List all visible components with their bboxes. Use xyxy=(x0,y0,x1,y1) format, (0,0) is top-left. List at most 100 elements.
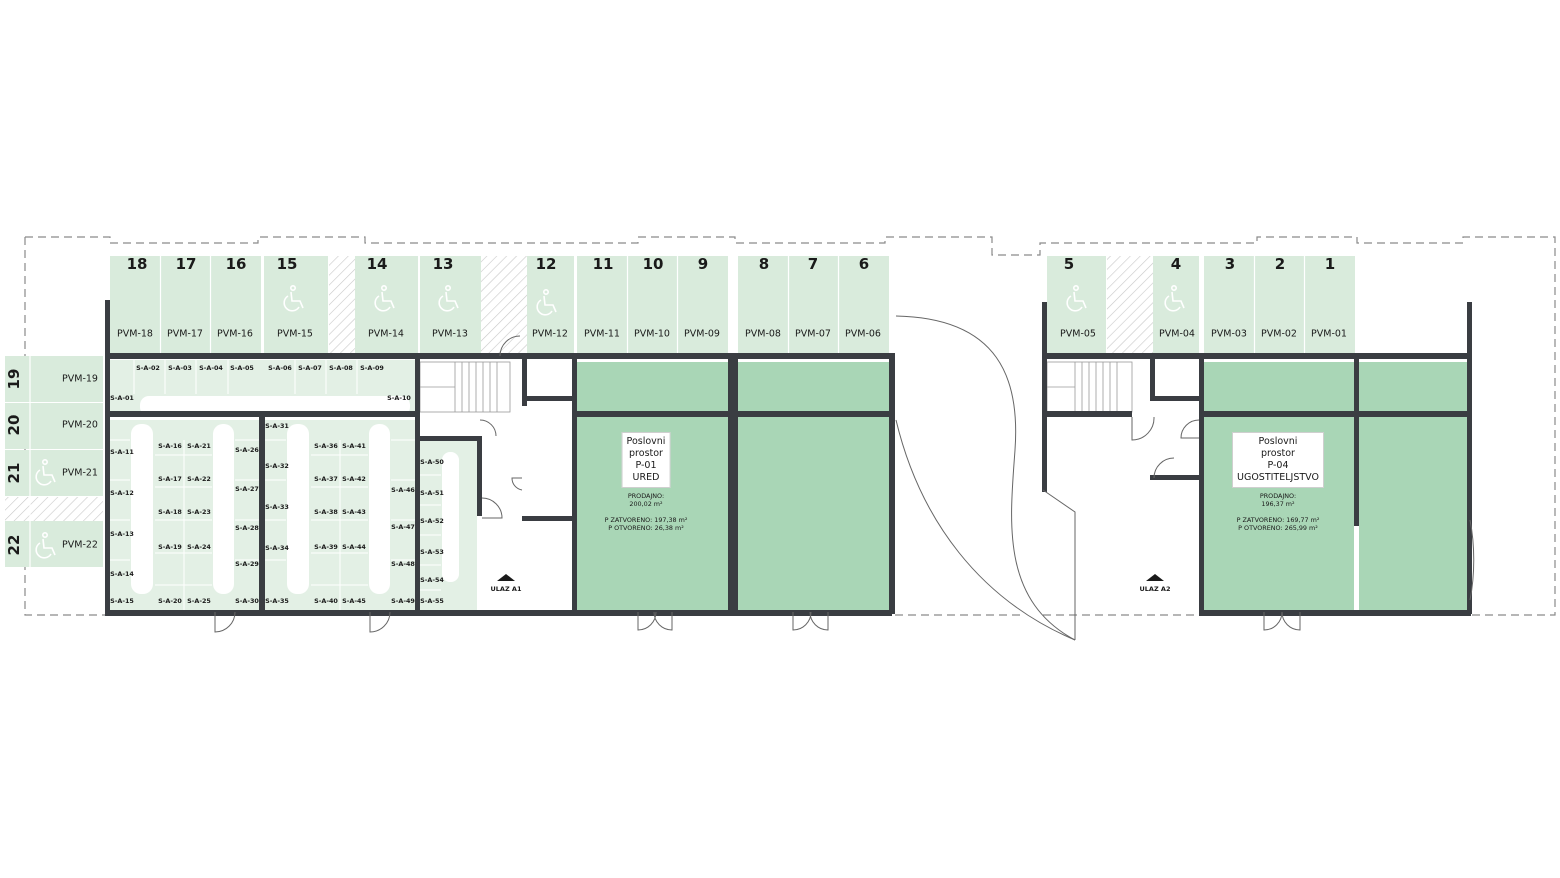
storage-unit-label: S-A-03 xyxy=(168,364,192,372)
parking-label: PVM-01 xyxy=(1311,328,1347,340)
business-space-info-line: PRODAJNO: xyxy=(1259,492,1297,500)
storage-unit-label: S-A-40 xyxy=(314,597,338,605)
parking-number: 11 xyxy=(592,255,614,273)
storage-unit-label: S-A-12 xyxy=(110,489,134,497)
parking-number: 12 xyxy=(535,255,557,273)
business-space-title-line: prostor xyxy=(1261,448,1295,459)
storage-unit-label: S-A-44 xyxy=(342,543,366,551)
storage-unit-label: S-A-39 xyxy=(314,543,338,551)
parking-number: 5 xyxy=(1063,255,1075,273)
business-space-info: PRODAJNO:196,37 m² P ZATVORENO: 169,77 m… xyxy=(1237,492,1320,532)
storage-unit-label: S-A-01 xyxy=(110,394,134,402)
parking-number: 3 xyxy=(1224,255,1236,273)
storage-unit-label: S-A-17 xyxy=(158,475,182,483)
storage-unit-label: S-A-08 xyxy=(329,364,353,372)
parking-left xyxy=(5,356,103,567)
storage-grid xyxy=(110,360,441,610)
parking-label: PVM-19 xyxy=(62,373,98,385)
storage-unit-label: S-A-22 xyxy=(187,475,211,483)
business-space-info-line: P OTVORENO: 26,38 m² xyxy=(608,524,684,532)
storage-unit-label: S-A-11 xyxy=(110,448,134,456)
parking-number: 9 xyxy=(697,255,709,273)
parking-label: PVM-05 xyxy=(1060,328,1096,340)
storage-unit-label: S-A-33 xyxy=(265,503,289,511)
storage-unit-label: S-A-53 xyxy=(420,548,444,556)
parking-label: PVM-13 xyxy=(432,328,468,340)
parking-number: 13 xyxy=(432,255,454,273)
business-space-fills xyxy=(577,362,1467,610)
storage-unit-label: S-A-34 xyxy=(265,544,289,552)
storage-unit-label: S-A-15 xyxy=(110,597,134,605)
parking-number: 1 xyxy=(1324,255,1336,273)
storage-unit-label: S-A-48 xyxy=(391,560,415,568)
parking-number: 7 xyxy=(807,255,819,273)
storage-unit-label: S-A-43 xyxy=(342,508,366,516)
storage-unit-label: S-A-14 xyxy=(110,570,134,578)
business-space-title-line: URED xyxy=(632,472,660,483)
parking-number: 20 xyxy=(5,414,23,436)
parking-number: 22 xyxy=(5,534,23,556)
storage-unit-label: S-A-04 xyxy=(199,364,223,372)
parking-label: PVM-09 xyxy=(684,328,720,340)
entrance-label: ULAZ A2 xyxy=(1139,585,1171,593)
storage-unit-label: S-A-50 xyxy=(420,458,444,466)
business-space-info: PRODAJNO:200,02 m² P ZATVORENO: 197,38 m… xyxy=(605,492,688,532)
storage-unit-label: S-A-36 xyxy=(314,442,338,450)
parking-number: 18 xyxy=(126,255,148,273)
storage-unit-label: S-A-29 xyxy=(235,560,259,568)
parking-number: 17 xyxy=(175,255,197,273)
storage-unit-label: S-A-37 xyxy=(314,475,338,483)
storage-unit-label: S-A-18 xyxy=(158,508,182,516)
business-space-title-line: prostor xyxy=(629,448,663,459)
business-space-title-line: P-04 xyxy=(1267,460,1289,471)
storage-unit-label: S-A-46 xyxy=(391,486,415,494)
parking-label: PVM-14 xyxy=(368,328,404,340)
parking-label: PVM-10 xyxy=(634,328,670,340)
parking-label: PVM-02 xyxy=(1261,328,1297,340)
parking-label: PVM-07 xyxy=(795,328,831,340)
storage-unit-label: S-A-05 xyxy=(230,364,254,372)
parking-number: 14 xyxy=(366,255,388,273)
parking-number: 2 xyxy=(1274,255,1286,273)
storage-unit-label: S-A-16 xyxy=(158,442,182,450)
storage-unit-label: S-A-51 xyxy=(420,489,444,497)
storage-unit-label: S-A-07 xyxy=(298,364,322,372)
storage-unit-label: S-A-20 xyxy=(158,597,182,605)
stairs xyxy=(419,361,1133,413)
parking-label: PVM-15 xyxy=(277,328,313,340)
entrance-arrows xyxy=(497,574,1164,581)
business-space-info-line: PRODAJNO: xyxy=(627,492,665,500)
parking-number: 10 xyxy=(642,255,664,273)
parking-label: PVM-18 xyxy=(117,328,153,340)
storage-unit-label: S-A-19 xyxy=(158,543,182,551)
business-space-info-line: P ZATVORENO: 169,77 m² xyxy=(1236,516,1320,524)
parking-label: PVM-04 xyxy=(1159,328,1195,340)
storage-unit-label: S-A-31 xyxy=(265,422,289,430)
storage-unit-label: S-A-35 xyxy=(265,597,289,605)
storage-unit-label: S-A-13 xyxy=(110,530,134,538)
storage-unit-label: S-A-24 xyxy=(187,543,211,551)
storage-unit-label: S-A-41 xyxy=(342,442,366,450)
parking-number: 16 xyxy=(225,255,247,273)
parking-label: PVM-12 xyxy=(532,328,568,340)
business-space-title-line: UGOSTITELJSTVO xyxy=(1237,472,1319,483)
business-space-info-line: 196,37 m² xyxy=(1261,500,1295,508)
storage-unit-label: S-A-25 xyxy=(187,597,211,605)
storage-unit-label: S-A-21 xyxy=(187,442,211,450)
doors xyxy=(214,315,1475,641)
business-space-info-line xyxy=(1237,508,1320,516)
storage-unit-label: S-A-55 xyxy=(420,597,444,605)
parking-top xyxy=(110,256,1355,356)
parking-label: PVM-22 xyxy=(62,539,98,551)
storage-unit-label: S-A-23 xyxy=(187,508,211,516)
business-space-title-line: Poslovni xyxy=(1258,436,1298,447)
parking-number: 15 xyxy=(276,255,298,273)
parking-label: PVM-03 xyxy=(1211,328,1247,340)
parking-label: PVM-21 xyxy=(62,467,98,479)
storage-unit-label: S-A-02 xyxy=(136,364,160,372)
storage-unit-label: S-A-54 xyxy=(420,576,444,584)
business-space-info-line: 200,02 m² xyxy=(629,500,663,508)
business-space-title-line: Poslovni xyxy=(626,436,666,447)
storage-unit-label: S-A-42 xyxy=(342,475,366,483)
